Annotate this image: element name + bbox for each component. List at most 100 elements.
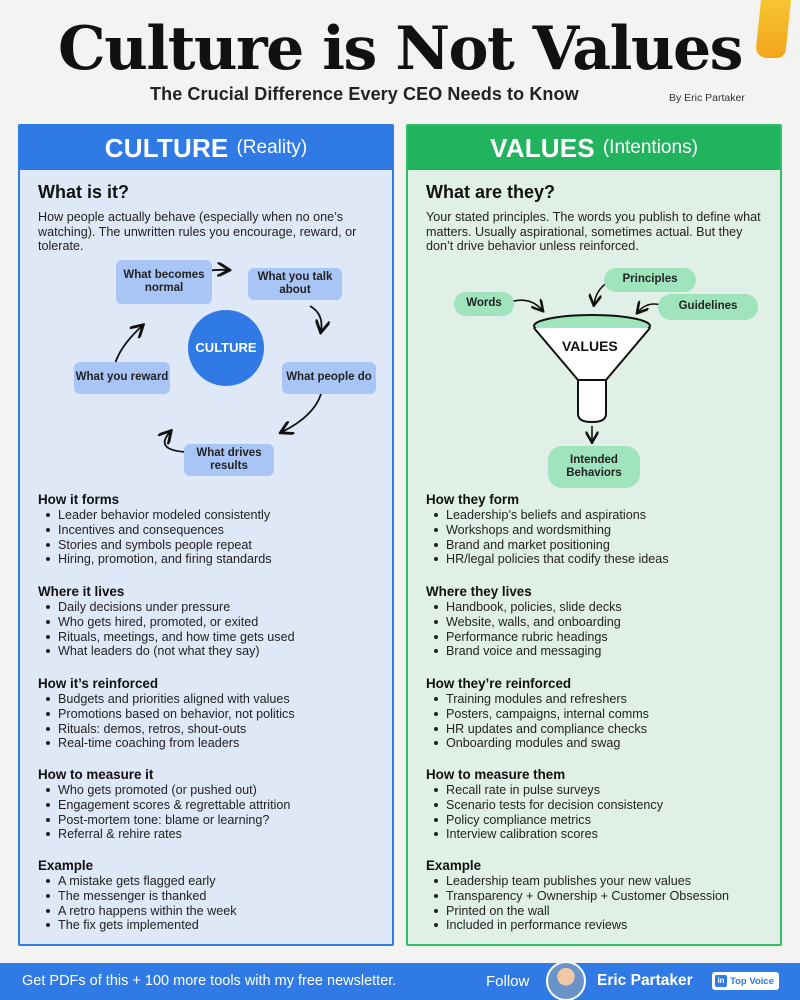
list-item: Included in performance reviews <box>426 918 771 933</box>
section-title: How it forms <box>38 492 120 507</box>
badge-label: Top Voice <box>730 975 774 987</box>
cycle-node-talk: What you talk about <box>248 267 342 300</box>
list-item: Hiring, promotion, and firing standards <box>38 552 383 567</box>
author-name-link[interactable]: Eric Partaker <box>597 972 693 989</box>
section-title: Example <box>426 858 482 873</box>
values-what-title: What are they? <box>426 182 556 202</box>
list-item: Interview calibration scores <box>426 827 771 842</box>
follow-label: Follow <box>486 973 530 990</box>
section-title: Where it lives <box>38 584 125 599</box>
cycle-node-reward: What you reward <box>74 361 170 394</box>
culture-heading: CULTURE <box>104 132 229 163</box>
list-item: A mistake gets flagged early <box>38 874 383 889</box>
list-item: Workshops and wordsmithing <box>426 523 771 538</box>
section-title: How to measure it <box>38 767 154 782</box>
list-item: Handbook, policies, slide decks <box>426 600 771 615</box>
footer-bar: Get PDFs of this + 100 more tools with m… <box>0 961 800 1000</box>
list-item: Onboarding modules and swag <box>426 736 771 751</box>
culture-header: CULTURE (Reality) <box>20 126 392 170</box>
cycle-node-results: What drives results <box>184 443 274 476</box>
section-title: How it’s reinforced <box>38 676 159 691</box>
list-item: Stories and symbols people repeat <box>38 538 383 553</box>
cycle-node-do: What people do <box>282 361 376 394</box>
list-item: HR/legal policies that codify these idea… <box>426 552 771 567</box>
culture-section-reinforced: How it’s reinforced Budgets and prioriti… <box>38 676 383 751</box>
list-item: The fix gets implemented <box>38 918 383 933</box>
list-item: Daily decisions under pressure <box>38 600 383 615</box>
list-item: Rituals: demos, retros, shout-outs <box>38 722 383 737</box>
list-item: Real-time coaching from leaders <box>38 736 383 751</box>
funnel-center-label: VALUES <box>562 337 618 354</box>
section-title: How they form <box>426 492 519 507</box>
funnel-input-principles: Principles <box>604 267 696 292</box>
culture-panel: CULTURE (Reality) What is it? How people… <box>18 124 394 946</box>
funnel-input-words: Words <box>454 291 514 316</box>
values-funnel-diagram: Words Principles Guidelines VALUES Inten… <box>426 256 766 492</box>
list-item: Brand and market positioning <box>426 538 771 553</box>
list-item: Performance rubric headings <box>426 630 771 645</box>
list-item: Promotions based on behavior, not politi… <box>38 707 383 722</box>
values-section-measure: How to measure them Recall rate in pulse… <box>426 767 771 842</box>
section-title: How they’re reinforced <box>426 676 572 691</box>
values-heading-note: (Intentions) <box>602 137 698 158</box>
list-item: Posters, campaigns, internal comms <box>426 707 771 722</box>
top-voice-badge: in Top Voice <box>712 972 779 990</box>
list-item: Budgets and priorities aligned with valu… <box>38 692 383 707</box>
culture-section-example: Example A mistake gets flagged early The… <box>38 858 383 933</box>
arrow-results-to-reward <box>165 432 187 453</box>
list-item: Who gets promoted (or pushed out) <box>38 783 383 798</box>
list-item: Transparency + Ownership + Customer Obse… <box>426 889 771 904</box>
values-section-reinforced: How they’re reinforced Training modules … <box>426 676 771 751</box>
list-item: The messenger is thanked <box>38 889 383 904</box>
list-item: Incentives and consequences <box>38 523 383 538</box>
cycle-node-normal: What becomes normal <box>116 259 212 304</box>
culture-section-lives: Where it lives Daily decisions under pre… <box>38 584 383 659</box>
arrow-words-in <box>509 300 542 310</box>
list-item: Scenario tests for decision consistency <box>426 798 771 813</box>
list-item: Printed on the wall <box>426 904 771 919</box>
values-heading: VALUES <box>490 132 595 163</box>
values-header: VALUES (Intentions) <box>408 126 780 170</box>
newsletter-link[interactable]: Get PDFs of this + 100 more tools with m… <box>22 973 397 989</box>
page-title: Culture is Not Values <box>58 14 743 84</box>
list-item: Engagement scores & regrettable attritio… <box>38 798 383 813</box>
list-item: Training modules and refreshers <box>426 692 771 707</box>
list-item: Referral & rehire rates <box>38 827 383 842</box>
culture-section-measure: How to measure it Who gets promoted (or … <box>38 767 383 842</box>
values-panel: VALUES (Intentions) What are they? Your … <box>406 124 782 946</box>
avatar[interactable] <box>546 961 586 1000</box>
culture-what-title: What is it? <box>38 182 129 202</box>
culture-heading-note: (Reality) <box>236 137 308 158</box>
list-item: Who gets hired, promoted, or exited <box>38 615 383 630</box>
culture-cycle-diagram: What becomes normal What you talk about … <box>38 256 378 492</box>
values-section-lives: Where they lives Handbook, policies, sli… <box>426 584 771 659</box>
values-section-forms: How they form Leadership’s beliefs and a… <box>426 492 771 567</box>
section-title: Example <box>38 858 94 873</box>
funnel-body <box>533 326 651 423</box>
list-item: Brand voice and messaging <box>426 644 771 659</box>
values-desc-text: Your stated principles. The words you pu… <box>426 210 761 253</box>
values-section-example: Example Leadership team publishes your n… <box>426 858 771 933</box>
values-what-desc: Your stated principles. The words you pu… <box>426 210 771 254</box>
byline: By Eric Partaker <box>669 92 745 104</box>
list-item: Leader behavior modeled consistently <box>38 508 383 523</box>
funnel-output: Intended Behaviors <box>548 445 640 488</box>
list-item: Post-mortem tone: blame or learning? <box>38 813 383 828</box>
linkedin-icon: in <box>715 975 727 987</box>
page-subtitle: The Crucial Difference Every CEO Needs t… <box>150 84 579 104</box>
funnel-input-guidelines: Guidelines <box>658 293 758 320</box>
list-item: Recall rate in pulse surveys <box>426 783 771 798</box>
section-title: How to measure them <box>426 767 566 782</box>
culture-desc-text: How people actually behave (especially w… <box>38 210 357 253</box>
culture-section-forms: How it forms Leader behavior modeled con… <box>38 492 383 567</box>
list-item: Leadership team publishes your new value… <box>426 874 771 889</box>
list-item: Policy compliance metrics <box>426 813 771 828</box>
section-title: Where they lives <box>426 584 532 599</box>
list-item: Website, walls, and onboarding <box>426 615 771 630</box>
list-item: HR updates and compliance checks <box>426 722 771 737</box>
arrow-talk-to-do <box>309 304 322 331</box>
list-item: What leaders do (not what they say) <box>38 644 383 659</box>
culture-center-circle: CULTURE <box>188 309 264 386</box>
list-item: Leadership’s beliefs and aspirations <box>426 508 771 523</box>
list-item: A retro happens within the week <box>38 904 383 919</box>
